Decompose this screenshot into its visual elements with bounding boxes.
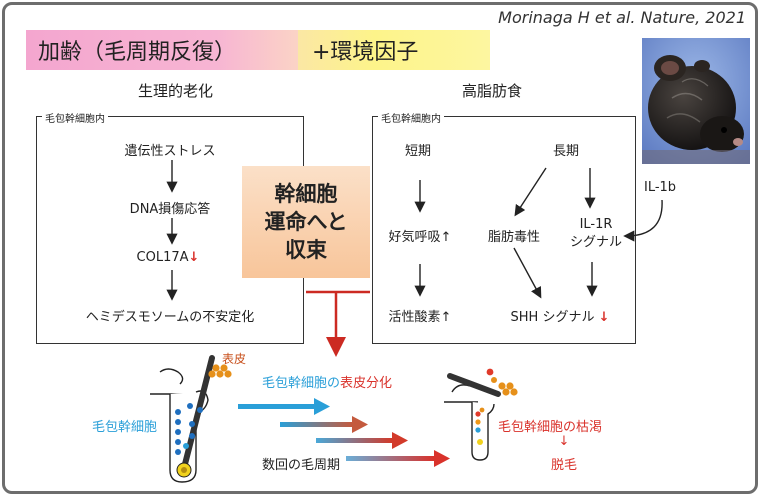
- convergence-box: 幹細胞 運命へと 収束: [242, 166, 370, 278]
- citation: Morinaga H et al. Nature, 2021: [498, 8, 746, 27]
- aging-banner-text: 加齢（毛周期反復）: [38, 40, 237, 65]
- environment-banner-text: +環境因子: [312, 40, 419, 65]
- epidermis-text: 表皮: [222, 352, 247, 366]
- aging-banner: 加齢（毛周期反復）: [26, 30, 298, 70]
- il1r-signal-label: IL-1R シグナル: [570, 216, 622, 252]
- right-column-title: 高脂肪食: [462, 82, 523, 100]
- shh-text: SHH シグナル: [510, 310, 595, 325]
- differentiation-text-a: 毛包幹細胞の: [262, 376, 341, 391]
- dna-damage-label: DNA損傷応答: [129, 202, 211, 217]
- convergence-line3: 収束: [285, 238, 327, 262]
- epidermis-label: 表皮: [222, 350, 246, 367]
- hair-follicle-young: [150, 355, 232, 483]
- differentiation-label: 毛包幹細胞の表皮分化: [262, 372, 392, 391]
- right-box: [372, 116, 636, 344]
- hair-cycles-label: 数回の毛周期: [262, 458, 341, 473]
- long-term-label: 長期: [552, 144, 580, 159]
- environment-banner: +環境因子: [298, 30, 490, 70]
- shh-signal-label: SHH シグナル ↓: [511, 306, 610, 325]
- col17a-text: COL17A: [136, 250, 189, 265]
- il1r-line2: シグナル: [569, 235, 623, 250]
- stem-cell-depletion-label: 毛包幹細胞の枯渇: [498, 420, 603, 435]
- right-box-tag: 毛包幹細胞内: [378, 110, 444, 125]
- reactive-oxygen-label: 活性酸素↑: [388, 310, 452, 325]
- hair-loss-label: 脱毛: [550, 458, 578, 473]
- depletion-down-arrow: ↓: [558, 434, 570, 449]
- stem-cell-label: 毛包幹細胞: [92, 420, 158, 435]
- progression-arrows: [238, 398, 450, 467]
- convergence-line1: 幹細胞: [274, 182, 338, 206]
- hair-follicle-aged: [444, 368, 518, 461]
- shh-down-arrow: ↓: [598, 310, 610, 325]
- short-term-label: 短期: [404, 144, 432, 159]
- aerobic-respiration-label: 好気呼吸↑: [388, 230, 452, 245]
- left-box-tag: 毛包幹細胞内: [42, 110, 108, 125]
- mouse-photo: [642, 38, 750, 164]
- col17a-down-arrow: ↓: [188, 250, 200, 265]
- col17a-label: COL17A↓: [137, 250, 200, 265]
- left-column-title: 生理的老化: [138, 82, 214, 100]
- il1b-label: IL-1b: [644, 180, 677, 195]
- hemidesmosome-label: ヘミデスモソームの不安定化: [85, 310, 255, 325]
- differentiation-text-b: 表皮分化: [340, 376, 393, 391]
- il1r-line1: IL-1R: [579, 217, 613, 232]
- convergence-line2: 運命へと: [264, 210, 348, 234]
- lipotoxicity-label: 脂肪毒性: [487, 230, 541, 245]
- genetic-stress-label: 遺伝性ストレス: [124, 144, 216, 159]
